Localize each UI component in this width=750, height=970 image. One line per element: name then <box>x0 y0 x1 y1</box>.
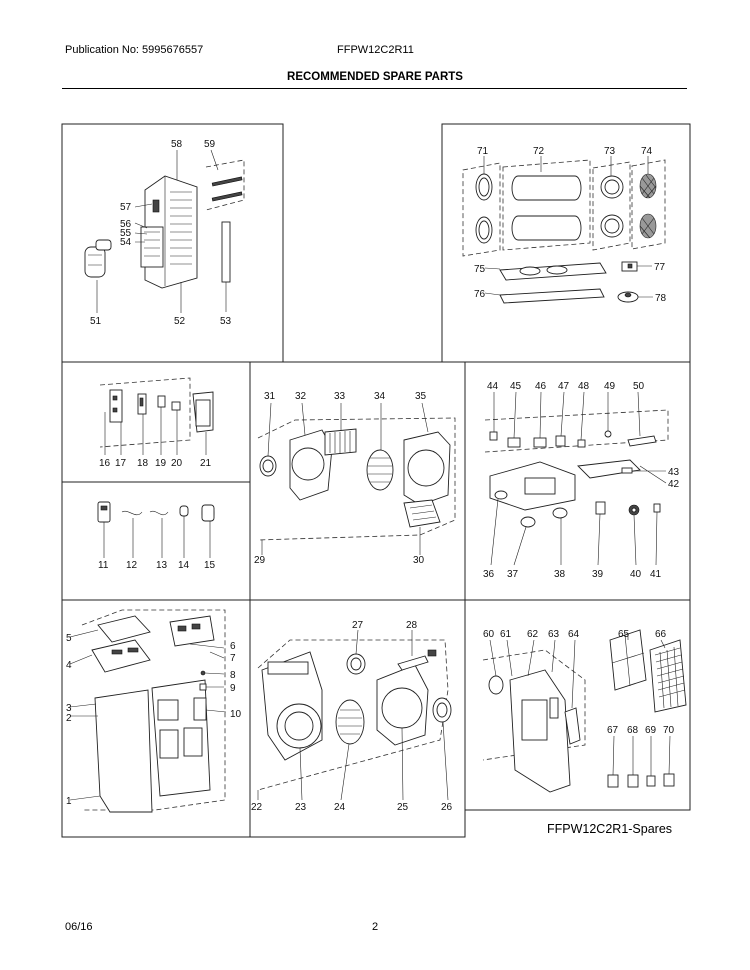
callout-20: 20 <box>171 458 183 469</box>
callout-49: 49 <box>604 381 616 392</box>
callout-46: 46 <box>535 381 547 392</box>
callout-35: 35 <box>415 391 427 402</box>
callout-27: 27 <box>352 620 364 631</box>
header-rule <box>62 88 687 89</box>
callout-4: 4 <box>66 660 72 671</box>
callout-73: 73 <box>604 146 616 157</box>
publication-number: Publication No: 5995676557 <box>65 44 204 56</box>
callout-43: 43 <box>668 467 680 478</box>
callout-64: 64 <box>568 629 580 640</box>
panel-rear: 60 61 62 63 64 65 66 67 68 69 70 <box>464 599 691 811</box>
callout-8: 8 <box>230 670 236 681</box>
callout-38: 38 <box>554 569 566 580</box>
callout-29: 29 <box>254 555 266 566</box>
callout-21: 21 <box>200 458 212 469</box>
callout-71: 71 <box>477 146 489 157</box>
callout-2: 2 <box>66 713 72 724</box>
callout-65: 65 <box>618 629 630 640</box>
callout-24: 24 <box>334 802 346 813</box>
panel-base-hardware: 44 45 46 47 48 49 50 43 42 36 37 38 39 4… <box>464 361 691 601</box>
callout-41: 41 <box>650 569 662 580</box>
page-title: RECOMMENDED SPARE PARTS <box>287 71 463 83</box>
callout-58: 58 <box>171 139 183 150</box>
callout-77: 77 <box>654 262 666 273</box>
callout-17: 17 <box>115 458 127 469</box>
callout-56: 56 <box>120 219 132 230</box>
callout-59: 59 <box>204 139 216 150</box>
callout-55: 55 <box>120 228 132 239</box>
callout-22: 22 <box>251 802 263 813</box>
callout-5: 5 <box>66 633 72 644</box>
callout-69: 69 <box>645 725 657 736</box>
panel-lower-blower: 27 28 22 23 24 25 26 <box>249 599 466 838</box>
callout-32: 32 <box>295 391 307 402</box>
panel-front-cabinet: 5 6 4 7 8 9 3 2 10 1 <box>61 599 251 838</box>
panel-compressor-coil: 58 59 57 56 55 54 51 52 53 <box>61 123 284 363</box>
callout-7: 7 <box>230 653 236 664</box>
callout-39: 39 <box>592 569 604 580</box>
callout-51: 51 <box>90 316 102 327</box>
callout-31: 31 <box>264 391 276 402</box>
callout-14: 14 <box>178 560 190 571</box>
callout-34: 34 <box>374 391 386 402</box>
callout-9: 9 <box>230 683 236 694</box>
callout-62: 62 <box>527 629 539 640</box>
callout-26: 26 <box>441 802 453 813</box>
callout-33: 33 <box>334 391 346 402</box>
callout-19: 19 <box>155 458 167 469</box>
model-number: FFPW12C2R11 <box>337 44 414 56</box>
callout-78: 78 <box>655 293 667 304</box>
callout-47: 47 <box>558 381 570 392</box>
callout-61: 61 <box>500 629 512 640</box>
callout-23: 23 <box>295 802 307 813</box>
callout-25: 25 <box>397 802 409 813</box>
callout-63: 63 <box>548 629 560 640</box>
callout-45: 45 <box>510 381 522 392</box>
callout-11: 11 <box>98 560 109 571</box>
callout-3: 3 <box>66 703 72 714</box>
callout-74: 74 <box>641 146 653 157</box>
callout-6: 6 <box>230 641 236 652</box>
diagram-caption: FFPW12C2R1-Spares <box>547 822 673 836</box>
callout-36: 36 <box>483 569 495 580</box>
callout-67: 67 <box>607 725 619 736</box>
callout-70: 70 <box>663 725 675 736</box>
callout-52: 52 <box>174 316 186 327</box>
callout-68: 68 <box>627 725 639 736</box>
callout-1: 1 <box>66 796 72 807</box>
callout-18: 18 <box>137 458 149 469</box>
page-number: 2 <box>372 921 379 933</box>
callout-48: 48 <box>578 381 590 392</box>
callout-76: 76 <box>474 289 486 300</box>
callout-28: 28 <box>406 620 418 631</box>
footer-date: 06/16 <box>65 921 93 933</box>
callout-12: 12 <box>126 560 138 571</box>
callout-60: 60 <box>483 629 495 640</box>
callout-15: 15 <box>204 560 216 571</box>
panel-ducts-filters: 71 72 73 74 75 77 76 78 <box>441 123 691 363</box>
panel-upper-blower: 31 32 33 34 35 29 30 <box>249 361 466 601</box>
callout-10: 10 <box>230 709 242 720</box>
callout-72: 72 <box>533 146 545 157</box>
panel-controls: 16 17 18 19 20 21 <box>61 361 251 483</box>
callout-75: 75 <box>474 264 486 275</box>
callout-53: 53 <box>220 316 232 327</box>
callout-13: 13 <box>156 560 168 571</box>
callout-16: 16 <box>99 458 111 469</box>
callout-57: 57 <box>120 202 132 213</box>
callout-37: 37 <box>507 569 519 580</box>
callout-50: 50 <box>633 381 645 392</box>
panel-remote-sensors: 11 12 13 14 15 <box>61 481 251 601</box>
callout-30: 30 <box>413 555 425 566</box>
callout-40: 40 <box>630 569 642 580</box>
callout-66: 66 <box>655 629 667 640</box>
callout-42: 42 <box>668 479 680 490</box>
callout-44: 44 <box>487 381 499 392</box>
callout-54: 54 <box>120 237 132 248</box>
